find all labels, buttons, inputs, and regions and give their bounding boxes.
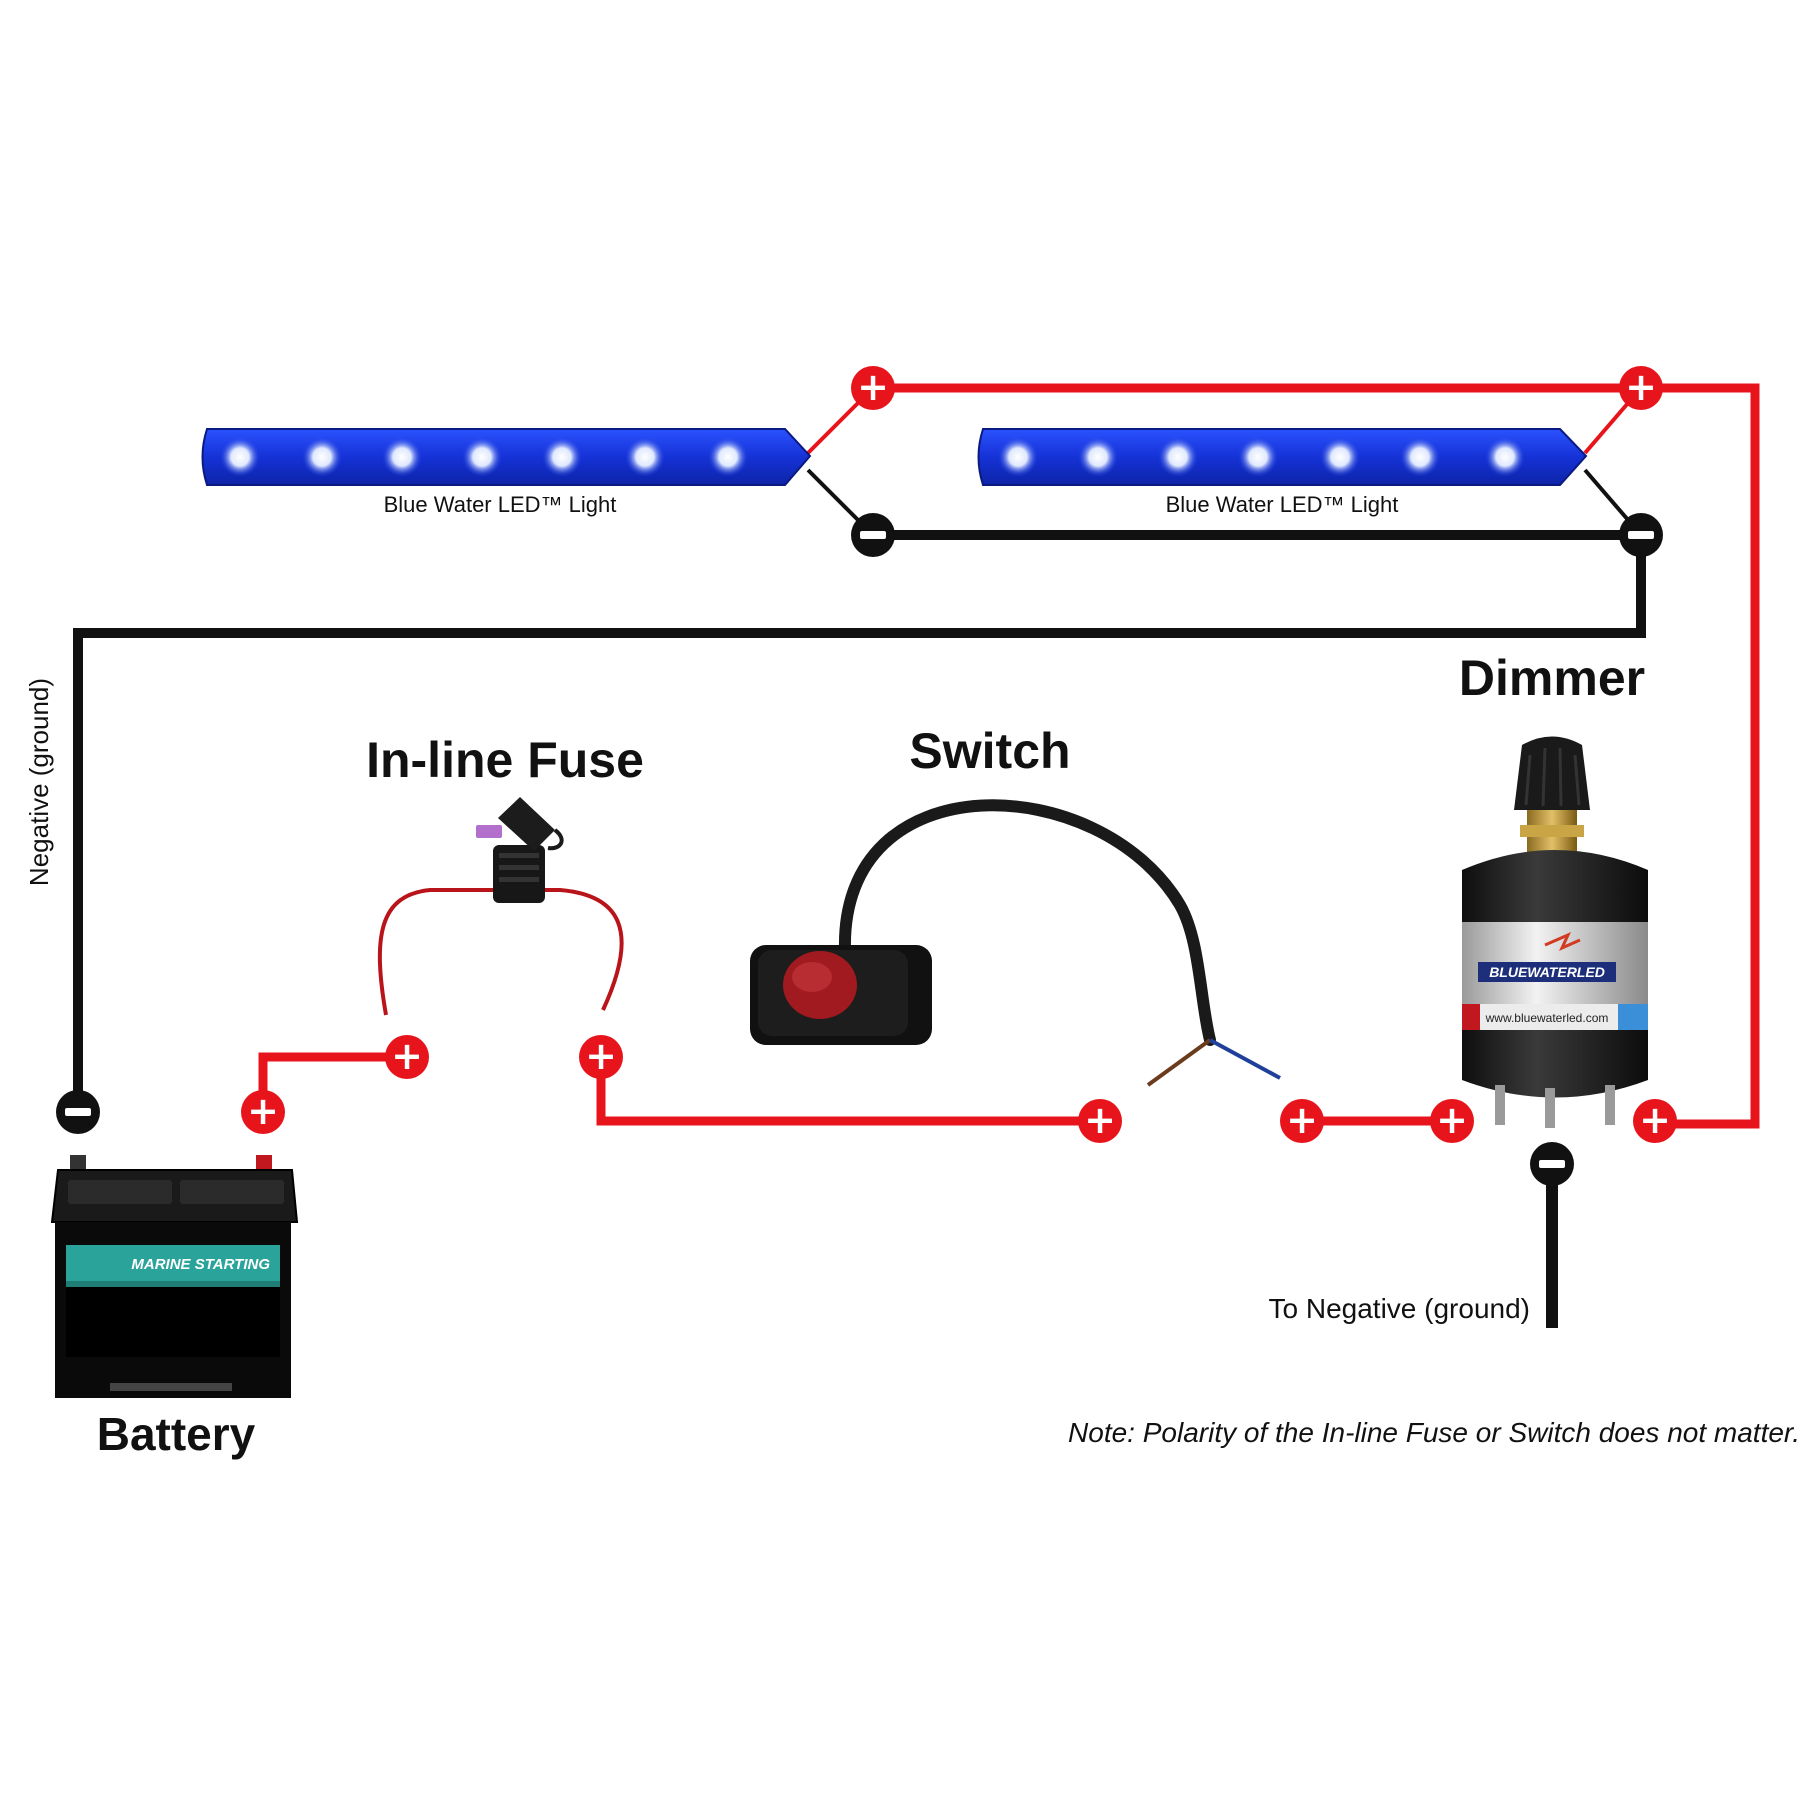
battery-to-fuse-wire	[258, 1052, 407, 1112]
positive-symbol: +	[1084, 1098, 1116, 1142]
led-strip-left-leds	[220, 437, 748, 477]
dimmer-brand-label: BLUEWATERLED	[1489, 964, 1605, 980]
led-light-left-label: Blue Water LED™ Light	[384, 492, 617, 517]
dimmer-knob-icon: BLUEWATERLED www.bluewaterled.com	[1462, 736, 1648, 1128]
terminal-markers: + + + + + + + +	[56, 365, 1677, 1186]
led-right-negative-terminal	[1619, 513, 1663, 557]
switch: Switch	[750, 723, 1281, 1087]
positive-bus-wire	[873, 383, 1760, 1129]
led-left-negative-terminal	[851, 513, 895, 557]
led-strip-left: Blue Water LED™ Light	[201, 428, 812, 517]
dimmer: Dimmer BLUEWATERLED www.bluewaterled.com	[1269, 650, 1648, 1324]
dimmer-label: Dimmer	[1459, 650, 1645, 706]
fuse-icon	[377, 797, 624, 1016]
fuse-left-positive-terminal: +	[385, 1034, 429, 1079]
positive-symbol: +	[1639, 1098, 1671, 1142]
battery: MARINE STARTING Battery	[50, 1155, 299, 1460]
negative-symbol	[65, 1108, 91, 1116]
led-light-right-label: Blue Water LED™ Light	[1166, 492, 1399, 517]
dimmer-url-label: www.bluewaterled.com	[1485, 1011, 1609, 1025]
inline-fuse-label: In-line Fuse	[366, 732, 644, 788]
positive-symbol: +	[857, 365, 889, 409]
battery-brand-label: MARINE STARTING	[131, 1256, 270, 1273]
led-strip-right-leds	[998, 437, 1525, 477]
battery-icon: MARINE STARTING	[50, 1155, 299, 1398]
battery-label: Battery	[97, 1408, 256, 1460]
push-button-switch-icon	[750, 799, 1281, 1087]
fuse-right-positive-terminal: +	[579, 1034, 623, 1079]
negative-symbol	[1628, 531, 1654, 539]
led-strip-right: Blue Water LED™ Light	[977, 428, 1588, 517]
battery-positive-terminal: +	[241, 1089, 285, 1134]
dimmer-output-positive-terminal: +	[1633, 1098, 1677, 1143]
negative-symbol	[1539, 1160, 1565, 1168]
switch-left-positive-terminal: +	[1078, 1098, 1122, 1143]
polarity-note: Note: Polarity of the In-line Fuse or Sw…	[1068, 1417, 1800, 1448]
positive-symbol: +	[1625, 365, 1657, 409]
to-negative-ground-label: To Negative (ground)	[1269, 1293, 1530, 1324]
positive-symbol: +	[1436, 1098, 1468, 1142]
switch-label: Switch	[909, 723, 1070, 779]
positive-symbol: +	[391, 1034, 423, 1078]
negative-symbol	[860, 531, 886, 539]
positive-symbol: +	[585, 1034, 617, 1078]
negative-bus-wire	[73, 530, 1646, 1112]
battery-negative-terminal	[56, 1090, 100, 1134]
fuse-to-switch-wire	[596, 1057, 1100, 1126]
led-right-positive-terminal: +	[1619, 365, 1663, 410]
dimmer-negative-terminal	[1530, 1142, 1574, 1186]
dimmer-input-positive-terminal: +	[1430, 1098, 1474, 1143]
switch-right-positive-terminal: +	[1280, 1098, 1324, 1143]
led-left-positive-terminal: +	[851, 365, 895, 410]
negative-ground-label: Negative (ground)	[24, 678, 54, 886]
inline-fuse: In-line Fuse	[366, 732, 644, 1016]
positive-symbol: +	[1286, 1098, 1318, 1142]
positive-symbol: +	[247, 1089, 279, 1133]
